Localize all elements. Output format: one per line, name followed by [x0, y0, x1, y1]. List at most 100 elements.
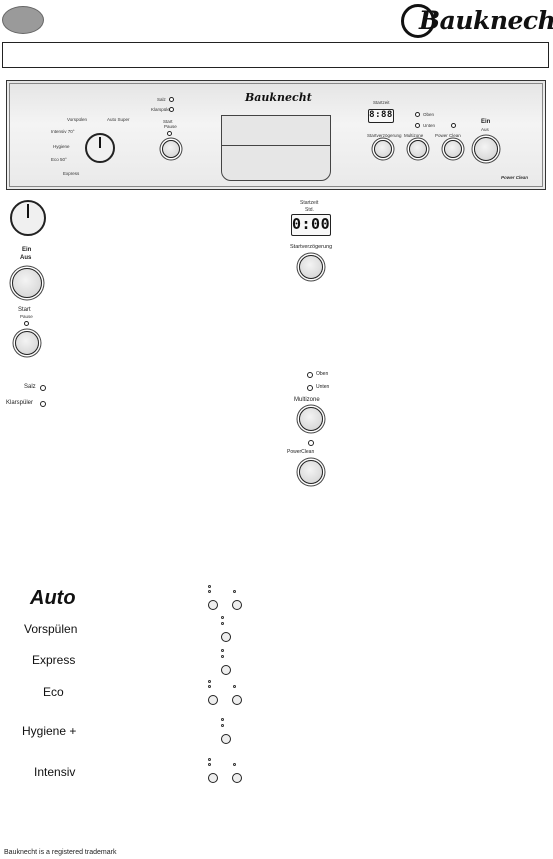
detail-rinse-label: Klarspüler: [6, 400, 34, 406]
program-label-hygiene: Hygiene +: [22, 724, 77, 738]
detail-salt-led: [40, 385, 46, 391]
detail-delay-label: Startverzögerung: [290, 244, 333, 250]
knob-label-auto: Auto Super: [107, 117, 130, 122]
logo-ring-icon: [401, 4, 435, 38]
grey-oval-badge: [2, 6, 44, 34]
detail-powerclean-led: [308, 440, 314, 446]
detail-onoff-button: [12, 268, 42, 298]
mini-panel-auto: [205, 583, 245, 613]
brand-logo: Bauknecht: [401, 2, 553, 42]
mini-panel-intensiv: [205, 756, 245, 786]
detergent-drawer-bottom: [221, 145, 331, 181]
mini-button: [208, 773, 218, 783]
mini-button: [232, 600, 242, 610]
detail-start-sub: Pause: [20, 314, 33, 319]
panel-start-button: [162, 140, 180, 158]
panel-onoff-sub: Aus: [481, 127, 489, 132]
panel-powerclean-button: [444, 140, 462, 158]
detail-start-label: Start: [18, 307, 31, 313]
program-label-auto: Auto: [30, 587, 76, 609]
detail-multizone-label: Multizone: [294, 397, 320, 403]
brand-logo-text: Bauknecht: [419, 6, 553, 35]
mini-button: [232, 695, 242, 705]
detail-multizone-led-top: [307, 372, 313, 378]
detail-onoff-sub: Aus: [20, 255, 32, 261]
panel-rinse-label: Klarspüler: [151, 107, 172, 112]
panel-start-sub: Pause: [164, 124, 177, 129]
mini-panel-vorspuelen: [218, 614, 238, 644]
knob-label-hygiene: Hygiene: [53, 144, 70, 149]
panel-brand: Bauknecht: [245, 91, 312, 104]
panel-powerclean-label: Power Clean: [435, 133, 461, 138]
mini-button: [221, 632, 231, 642]
mini-led: [221, 718, 224, 721]
panel-display: 8:88: [368, 109, 394, 123]
panel-rinse-led: [169, 107, 174, 112]
panel-multizone-bottom-label: Unten: [423, 123, 436, 128]
mini-led: [208, 685, 211, 688]
detail-display: 0:00: [291, 214, 331, 236]
panel-display-value: 8:88: [369, 110, 393, 120]
panel-start-led: [167, 131, 172, 136]
panel-eco-badge: Power Clean: [501, 175, 529, 180]
panel-multizone-label: Multizone: [404, 133, 424, 138]
mini-led: [221, 649, 224, 652]
panel-powerclean-led: [451, 123, 456, 128]
footer-trademark: Bauknecht is a registered trademark: [4, 849, 117, 856]
panel-multizone-led-top: [415, 112, 420, 117]
panel-start-label: Start: [163, 119, 173, 124]
detail-program-knob: [10, 200, 46, 236]
mini-button: [208, 600, 218, 610]
mini-led: [221, 724, 224, 727]
knob-pointer: [99, 137, 101, 148]
detail-salt-label: Salz: [24, 384, 36, 390]
title-box: [2, 42, 549, 68]
panel-delay-label: Startverzögerung: [367, 133, 402, 138]
program-label-intensiv: Intensiv: [34, 765, 76, 779]
mini-led: [233, 590, 236, 593]
mini-button: [208, 695, 218, 705]
control-panel-illustration: Vorspülen Auto Super Intensiv 70° Hygien…: [6, 80, 546, 190]
mini-led: [208, 590, 211, 593]
detergent-drawer-top: [221, 115, 331, 145]
program-label-eco: Eco: [43, 685, 64, 699]
program-label-vorspuelen: Vorspülen: [24, 622, 78, 636]
program-label-express: Express: [32, 653, 76, 667]
knob-label-vorspuelen: Vorspülen: [67, 117, 88, 122]
mini-led: [208, 680, 211, 683]
mini-panel-express: [218, 647, 238, 677]
knob-label-intensiv: Intensiv 70°: [51, 129, 75, 134]
mini-panel-eco: [205, 678, 245, 708]
detail-rinse-led: [40, 401, 46, 407]
detail-delay-button: [299, 255, 323, 279]
knob-label-express: Express: [63, 171, 80, 176]
panel-delay-button: [374, 140, 392, 158]
mini-panel-hygiene: [218, 716, 238, 746]
panel-display-caption: Startzeit: [373, 100, 390, 105]
mini-led: [208, 758, 211, 761]
detail-start-led: [24, 321, 29, 326]
detail-multizone-top-label: Oben: [316, 371, 329, 377]
knob-label-eco: Eco 50°: [51, 157, 67, 162]
mini-button: [221, 734, 231, 744]
detail-powerclean-button: [299, 460, 323, 484]
mini-led: [233, 685, 236, 688]
mini-button: [221, 665, 231, 675]
detail-onoff-label: Ein: [22, 247, 32, 253]
panel-program-knob: [85, 133, 115, 163]
mini-button: [232, 773, 242, 783]
panel-multizone-led-bottom: [415, 123, 420, 128]
detail-display-sub: Std.: [305, 207, 314, 213]
detail-knob-pointer: [27, 204, 29, 218]
mini-led: [208, 763, 211, 766]
detail-multizone-bottom-label: Unten: [316, 384, 330, 390]
mini-led: [221, 616, 224, 619]
panel-multizone-button: [409, 140, 427, 158]
panel-salt-led: [169, 97, 174, 102]
detail-powerclean-label: PowerClean: [287, 449, 315, 455]
detail-display-caption: Startzeit: [300, 200, 319, 206]
panel-multizone-top-label: Oben: [423, 112, 435, 117]
mini-led: [208, 585, 211, 588]
mini-led: [221, 655, 224, 658]
mini-led: [221, 622, 224, 625]
